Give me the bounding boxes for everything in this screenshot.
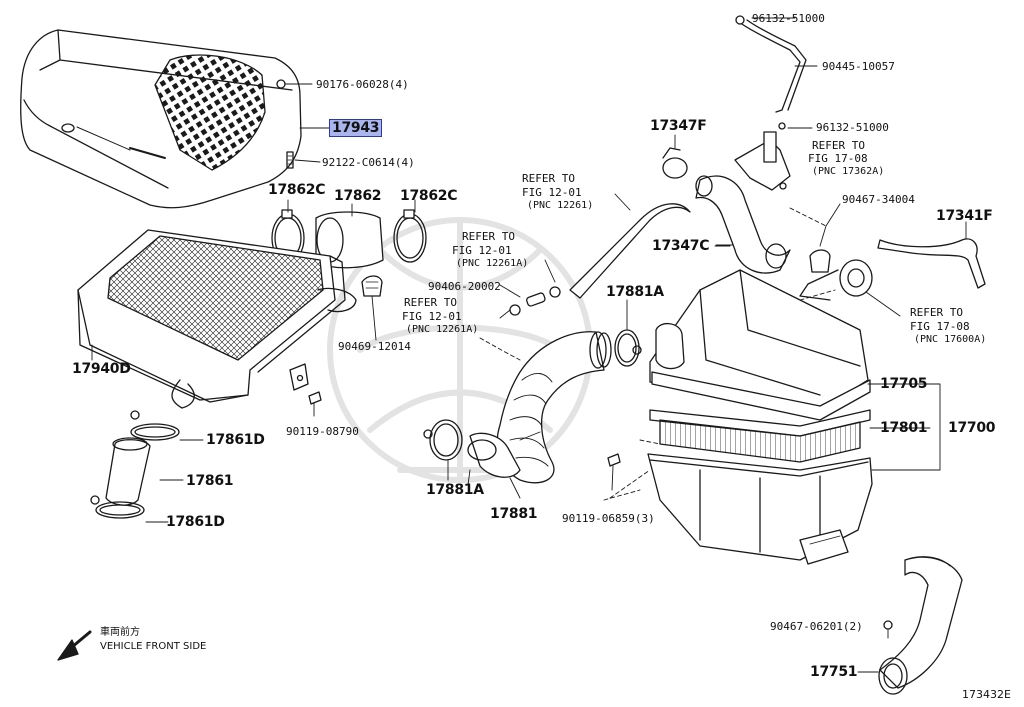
reference-note[interactable]: REFER TO <box>812 139 865 152</box>
part-label[interactable]: 17341F <box>936 208 993 224</box>
part-label[interactable]: 92122-C0614(4) <box>322 156 415 169</box>
hose-17861-drawing <box>90 410 204 523</box>
cover-bolts <box>276 79 321 169</box>
part-label[interactable]: 17861 <box>186 473 234 489</box>
vehicle-front-arrow-icon <box>57 630 92 661</box>
hose-17862-drawing <box>271 199 427 269</box>
bolt-90119-06859-drawing <box>603 453 641 501</box>
reference-note[interactable]: (PNC 12261) <box>527 200 594 211</box>
reference-note[interactable]: (PNC 17362A) <box>812 166 885 177</box>
reference-note[interactable]: (PNC 12261A) <box>456 258 529 269</box>
part-label[interactable]: 17705 <box>880 376 928 392</box>
vacuum-line-90445-drawing <box>735 15 818 113</box>
part-label[interactable]: 17862C <box>268 182 326 198</box>
air-cleaner-cap-drawing <box>649 269 881 421</box>
part-label-highlighted[interactable]: 17943 <box>328 119 383 137</box>
part-label[interactable]: 17881A <box>606 284 664 300</box>
part-label[interactable]: 17881A <box>426 482 484 498</box>
part-label[interactable]: 17347C <box>652 238 710 254</box>
reference-note[interactable]: REFER TO <box>462 230 515 243</box>
part-label[interactable]: 17751 <box>810 664 858 680</box>
vehicle-front-label: VEHICLE FRONT SIDE <box>100 641 207 652</box>
clip-90467-34004-drawing <box>809 203 841 273</box>
filter-element-drawing <box>649 409 931 463</box>
clip-90469-drawing <box>361 275 383 341</box>
part-label[interactable]: 17700 <box>948 420 996 436</box>
part-label[interactable]: 90119-08790 <box>286 425 359 438</box>
reference-note[interactable]: (PNC 12261A) <box>406 324 479 335</box>
hose-refer-12261-drawing <box>569 193 691 299</box>
fittings-12261A-drawing <box>499 259 561 319</box>
reference-note[interactable]: FIG 17-08 <box>808 152 868 165</box>
vsv-bracket-drawing <box>734 122 813 191</box>
part-label[interactable]: 17862C <box>400 188 458 204</box>
part-label[interactable]: 17861D <box>206 432 265 448</box>
reference-note[interactable]: FIG 12-01 <box>522 186 582 199</box>
reference-note[interactable]: FIG 12-01 <box>452 244 512 257</box>
reference-note[interactable]: FIG 12-01 <box>402 310 462 323</box>
hose-17341F-drawing <box>877 221 986 289</box>
leader-lines <box>467 245 731 486</box>
part-label[interactable]: 96132-51000 <box>752 12 825 25</box>
diagram-id: 173432E <box>962 688 1011 701</box>
part-label[interactable]: 17801 <box>880 420 928 436</box>
part-label[interactable]: 17881 <box>490 506 538 522</box>
part-label[interactable]: 17862 <box>334 188 382 204</box>
reference-note[interactable]: REFER TO <box>910 306 963 319</box>
reference-note[interactable]: FIG 17-08 <box>910 320 970 333</box>
part-label[interactable]: 96132-51000 <box>816 121 889 134</box>
part-label[interactable]: 90469-12014 <box>338 340 411 353</box>
clamp-17347F-drawing <box>662 134 688 179</box>
part-label[interactable]: 17347F <box>650 118 707 134</box>
intercooler-drawing <box>77 229 357 409</box>
part-label[interactable]: 90406-20002 <box>428 280 501 293</box>
reference-note[interactable]: REFER TO <box>404 296 457 309</box>
reference-note[interactable]: (PNC 17600A) <box>914 334 987 345</box>
intake-hose-17881-drawing <box>467 331 612 499</box>
part-label[interactable]: 17940D <box>72 361 131 377</box>
part-label[interactable]: 90467-06201(2) <box>770 620 863 633</box>
part-label[interactable]: 90445-10057 <box>822 60 895 73</box>
duct-17751-drawing <box>857 556 963 695</box>
air-cleaner-case-drawing <box>647 383 941 565</box>
engine-cover-drawing <box>20 29 302 209</box>
part-label[interactable]: 90467-34004 <box>842 193 915 206</box>
part-label[interactable]: 17861D <box>166 514 225 530</box>
hose-17347C-drawing <box>695 175 791 274</box>
vehicle-front-label-jp: 車両前方 <box>100 627 140 638</box>
reference-note[interactable]: REFER TO <box>522 172 575 185</box>
part-label[interactable]: 90176-06028(4) <box>316 78 409 91</box>
valve-17600A-drawing <box>799 259 901 317</box>
clamp-17881A-drawing <box>423 299 642 481</box>
part-label[interactable]: 90119-06859(3) <box>562 512 655 525</box>
bolt-90119-08790-drawing <box>308 391 322 417</box>
